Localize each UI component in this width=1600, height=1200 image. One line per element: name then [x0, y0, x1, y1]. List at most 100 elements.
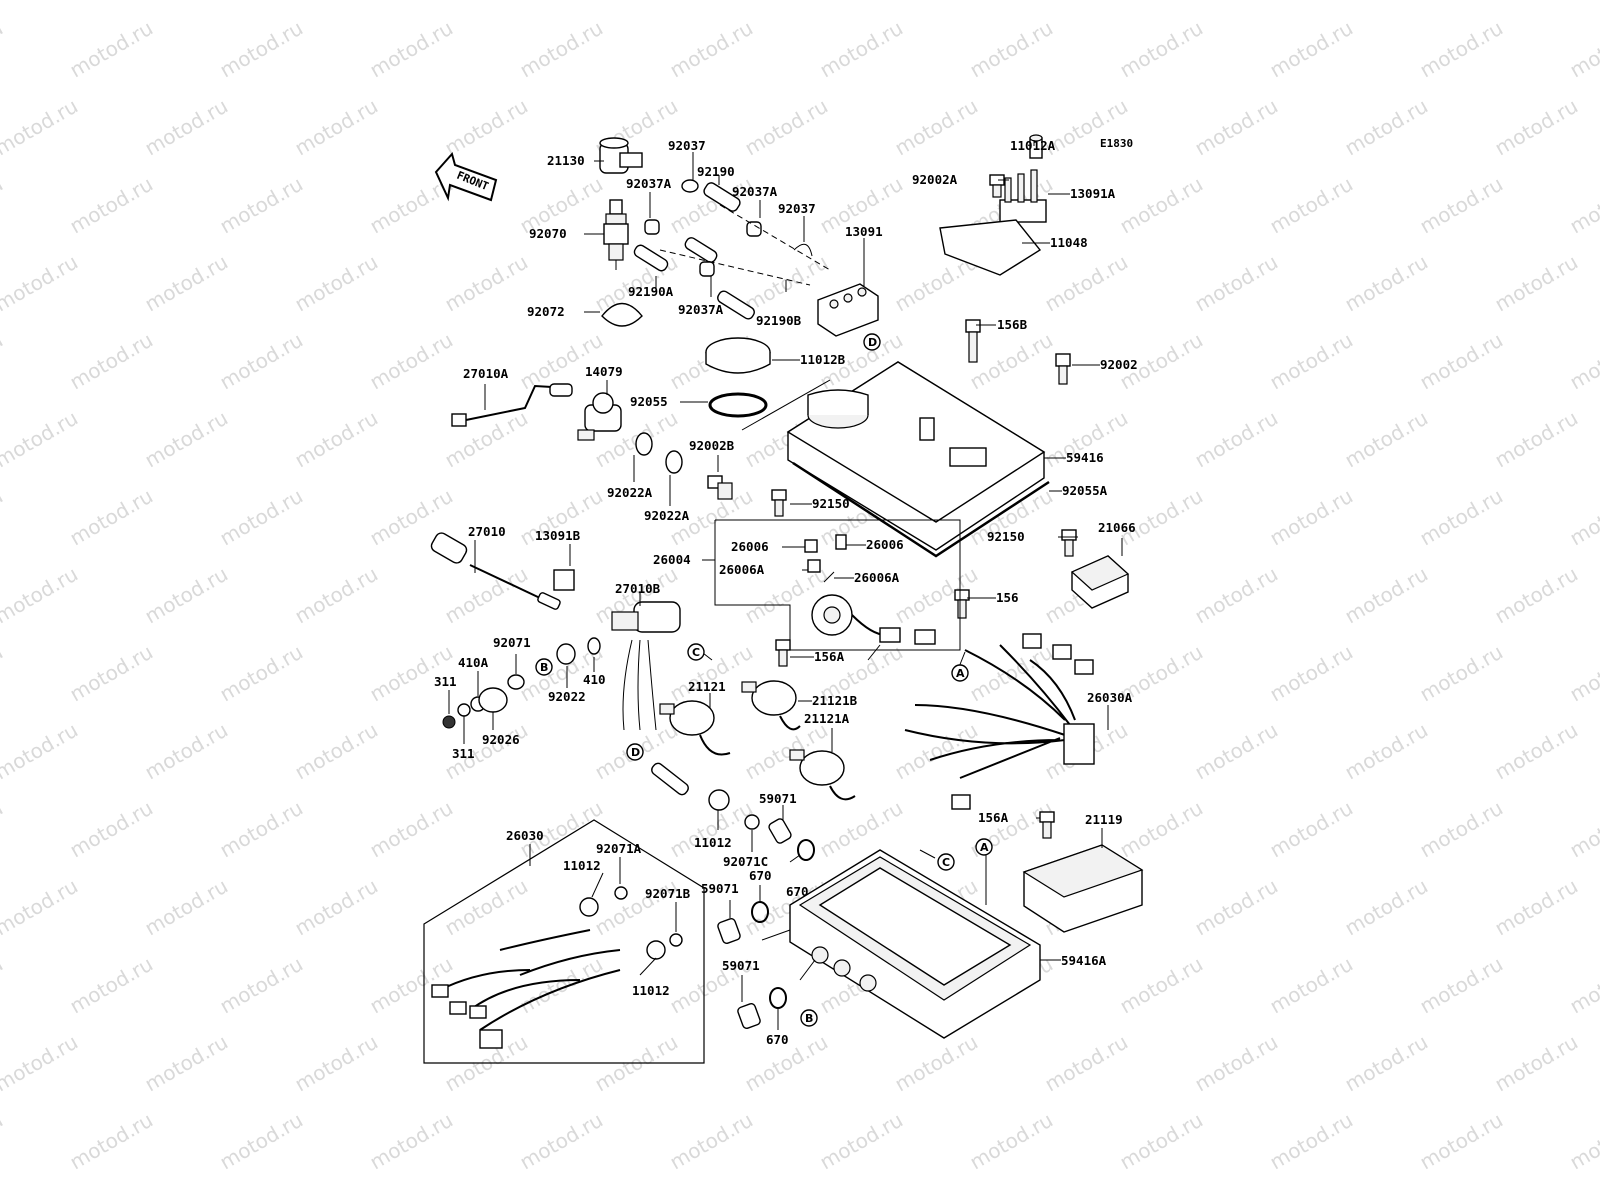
watermark-text: motod.ru [1416, 484, 1507, 551]
block-13091b [553, 569, 575, 591]
watermark-text: motod.ru [1341, 1030, 1432, 1097]
clamp-92072 [601, 302, 643, 327]
terminal-block-13091 [817, 283, 879, 337]
watermark-text: motod.ru [291, 250, 382, 317]
cap-11012-1 [708, 789, 730, 811]
watermark-text: motod.ru [0, 562, 82, 629]
watermark-text: motod.ru [966, 16, 1057, 83]
watermark-text: motod.ru [366, 640, 457, 707]
label-156: 156 [996, 590, 1019, 605]
watermark-text: motod.ru [141, 562, 232, 629]
label-27010: 27010 [468, 524, 506, 539]
watermark-text: motod.ru [366, 796, 457, 863]
label-92150-1: 92150 [812, 496, 850, 511]
watermark-text: motod.ru [0, 172, 7, 239]
watermark-text: motod.ru [741, 94, 832, 161]
label-311-1: 311 [434, 674, 457, 689]
ref-a-1: A [951, 664, 969, 682]
watermark-text: motod.ru [1491, 94, 1582, 161]
watermark-text: motod.ru [891, 1030, 982, 1097]
svg-text:B: B [540, 661, 548, 674]
ref-d-1: D [863, 333, 881, 351]
washer-92022 [556, 643, 576, 665]
label-21121: 21121 [688, 679, 726, 694]
label-59071-1: 59071 [759, 791, 797, 806]
label-92190a: 92190A [628, 284, 674, 299]
watermark-text: motod.ru [141, 0, 232, 4]
coil-21121 [659, 700, 731, 756]
watermark-text: motod.ru [666, 16, 757, 83]
label-92055: 92055 [630, 394, 668, 409]
watermark-text: motod.ru [1566, 16, 1600, 83]
bolt-92150-1 [771, 489, 787, 517]
watermark-text: motod.ru [1191, 406, 1282, 473]
watermark-text: motod.ru [816, 16, 907, 83]
label-92071: 92071 [493, 635, 531, 650]
label-92037-2: 92037 [778, 201, 816, 216]
label-156a-1: 156A [814, 649, 845, 664]
watermark-text: motod.ru [1191, 718, 1282, 785]
watermark-text: motod.ru [0, 640, 7, 707]
watermark-layer: motod.ru motod.ru motod.ru motod.ru motod.ru… [0, 0, 1600, 1174]
label-156b: 156B [997, 317, 1028, 332]
svg-text:C: C [692, 646, 700, 659]
part-shapes [423, 134, 1144, 1064]
watermark-text: motod.ru [141, 718, 232, 785]
watermark-text: motod.ru [1266, 952, 1357, 1019]
label-21119: 21119 [1085, 812, 1123, 827]
watermark-text: motod.ru [216, 640, 307, 707]
label-92055a: 92055A [1062, 483, 1108, 498]
watermark-text: motod.ru [1341, 250, 1432, 317]
watermark-text: motod.ru [1416, 328, 1507, 395]
watermark-text: motod.ru [1341, 874, 1432, 941]
watermark-text: motod.ru [1491, 562, 1582, 629]
svg-text:D: D [868, 336, 877, 349]
watermark-text: motod.ru [1416, 952, 1507, 1019]
watermark-text: motod.ru [1266, 172, 1357, 239]
ref-d-2: D [626, 743, 644, 761]
watermark-text: motod.ru [0, 1030, 82, 1097]
fitting-59071-1 [768, 818, 792, 844]
label-670-1: 670 [749, 868, 772, 883]
watermark-text: motod.ru [666, 640, 757, 707]
watermark-text: motod.ru [966, 328, 1057, 395]
watermark-text: motod.ru [891, 94, 982, 161]
watermark-text: motod.ru [1266, 1108, 1357, 1175]
label-14079: 14079 [585, 364, 623, 379]
front-arrow: FRONT [434, 151, 498, 202]
watermark-text: motod.ru [1191, 250, 1282, 317]
watermark-text: motod.ru [1191, 94, 1282, 161]
watermark-text: motod.ru [1266, 16, 1357, 83]
spark-plug-cap [599, 137, 643, 174]
watermark-text: motod.ru [366, 16, 457, 83]
seal-92026 [478, 687, 508, 713]
watermark-text: motod.ru [1191, 874, 1282, 941]
cap-11012b [705, 337, 771, 374]
watermark-text: motod.ru [1416, 640, 1507, 707]
label-27010b: 27010B [615, 581, 661, 596]
coil-21121a [789, 749, 856, 801]
ref-b-1: B [535, 658, 553, 676]
label-21121a: 21121A [804, 711, 850, 726]
bolt-156a-1 [775, 639, 791, 667]
watermark-text: motod.ru [0, 16, 7, 83]
watermark-text: motod.ru [441, 874, 532, 941]
watermark-text: motod.ru [291, 406, 382, 473]
watermark-text: motod.ru [0, 1108, 7, 1175]
hose-d [651, 762, 689, 796]
washer-92022a-2 [665, 450, 683, 474]
stud-11012a [1029, 134, 1043, 159]
label-92071a: 92071A [596, 841, 642, 856]
watermark-text: motod.ru [1491, 718, 1582, 785]
watermark-text: motod.ru [0, 952, 7, 1019]
watermark-text: motod.ru [141, 406, 232, 473]
watermark-text: motod.ru [1416, 1108, 1507, 1175]
watermark-text: motod.ru [1491, 0, 1582, 4]
svg-text:A: A [956, 667, 965, 680]
gasket-92055a [792, 461, 1050, 558]
watermark-text: motod.ru [1566, 952, 1600, 1019]
bolt-156 [954, 589, 970, 619]
reference-markers: D C A B D C A B [535, 333, 993, 1027]
label-26030: 26030 [506, 828, 544, 843]
watermark-text: motod.ru [366, 328, 457, 395]
